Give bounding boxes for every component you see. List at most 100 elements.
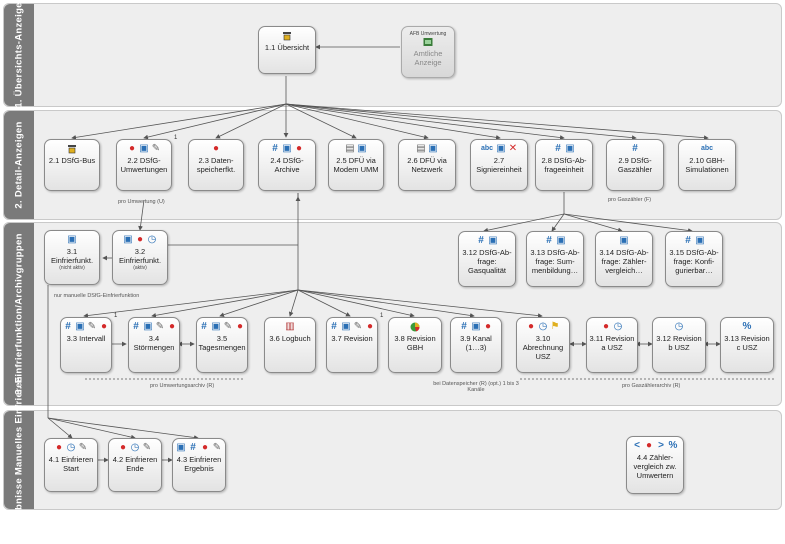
hash-icon: # bbox=[555, 143, 561, 154]
doc-icon: ▣ bbox=[211, 321, 221, 332]
tool-icon: ✎ bbox=[78, 442, 88, 453]
node-3-13-summenbildung[interactable]: #▣ 3.13 DSfG-Ab-frage: Sum-menbildung… bbox=[526, 231, 584, 287]
node-icons: ▥ bbox=[285, 322, 295, 332]
node-4-3-einfrieren-ergebnis[interactable]: ▣#●✎ 4.3 Einfrieren Ergebnis bbox=[172, 438, 226, 492]
node-2-1-dsfg-bus[interactable]: 2.1 DSfG-Bus bbox=[44, 139, 100, 191]
node-label: 4.3 Einfrieren Ergebnis bbox=[176, 455, 222, 473]
node-label: 3.5 Tagesmengen bbox=[198, 334, 246, 352]
node-icons: #▣● bbox=[459, 322, 493, 332]
node-label: 2.8 DSfG-Ab-frageeinheit bbox=[541, 156, 587, 174]
node-label: 2.7 Signiereinheit bbox=[476, 156, 522, 174]
node-1-1-overview[interactable]: 1.1 Übersicht bbox=[258, 26, 316, 74]
clock-icon: ◷ bbox=[130, 442, 140, 453]
hash-icon: # bbox=[546, 235, 552, 246]
display-icon bbox=[423, 37, 433, 47]
node-label: 3.9 Kanal (1…3) bbox=[460, 334, 492, 352]
node-3-12-gasqualitaet[interactable]: #▣ 3.12 DSfG-Ab-frage: Gasqualität bbox=[458, 231, 516, 287]
node-3-1-einfrierfunkt-inaktiv[interactable]: ▣ 3.1 Einfrierfunkt. (nicht aktiv) bbox=[44, 230, 100, 285]
node-2-8-dsfg-abfrageeinheit[interactable]: # ▣ 2.8 DSfG-Ab-frageeinheit bbox=[535, 139, 593, 191]
hash-icon: # bbox=[331, 321, 337, 332]
clock-icon: ◷ bbox=[674, 321, 684, 332]
node-label: 2.3 Daten-speicherfkt. bbox=[196, 156, 236, 174]
node-3-2-einfrierfunkt-aktiv[interactable]: ▣ ● ◷ 3.2 Einfrierfunkt. (aktiv) bbox=[112, 230, 168, 285]
hash-icon: # bbox=[133, 321, 139, 332]
band-label: 1. Übersichts-Anzeige bbox=[4, 2, 34, 108]
pin-icon: ● bbox=[236, 321, 244, 332]
clock-icon: ◷ bbox=[66, 442, 76, 453]
doc-icon: ▣ bbox=[428, 143, 438, 154]
node-icons: ●◷ bbox=[601, 322, 623, 332]
percent-icon: % bbox=[742, 321, 752, 332]
node-3-8-revision-gbh[interactable]: 3.8 Revision GBH bbox=[388, 317, 442, 373]
note-bei-datenspeicher: bei Datenspeicher (R) (opt.) 1 bis 3 Kan… bbox=[433, 381, 519, 393]
node-2-7-signiereinheit[interactable]: abc ▣ ✕ 2.7 Signiereinheit bbox=[470, 139, 528, 191]
node-3-5-tagesmengen[interactable]: #▣✎● 3.5 Tagesmengen bbox=[196, 317, 248, 373]
superscript-marker: 1 bbox=[174, 135, 178, 141]
node-4-1-einfrieren-start[interactable]: ●◷✎ 4.1 Einfrieren Start bbox=[44, 438, 98, 492]
pin-icon: ● bbox=[128, 143, 136, 154]
node-2-9-dsfg-gaszaehler[interactable]: # 2.9 DSfG-Gaszähler bbox=[606, 139, 664, 191]
node-2-5-dfu-modem[interactable]: ▤ ▣ 2.5 DFÜ via Modem UMM bbox=[328, 139, 384, 191]
node-3-14-zaehlervergleich[interactable]: ▣ 3.14 DSfG-Ab-frage: Zähler-vergleich… bbox=[595, 231, 653, 287]
node-label: 3.15 DSfG-Ab-frage: Konfi-gurierbar… bbox=[669, 248, 719, 275]
doc-icon: ▣ bbox=[176, 442, 186, 453]
node-3-10-abrechnung-usz[interactable]: ●◷⚑ 3.10 Abrechnung USZ bbox=[516, 317, 570, 373]
node-4-4-zaehlervergleich-umwerter[interactable]: <●>% 4.4 Zähler-vergleich zw. Umwertern bbox=[626, 436, 684, 494]
node-icons: #▣✎● bbox=[63, 322, 109, 332]
node-3-7-revision[interactable]: #▣✎● 3.7 Revision bbox=[326, 317, 378, 373]
note-nur-manuelle: nur manuelle DSfG-Einfrierfunktion bbox=[54, 293, 140, 299]
node-2-2-dsfg-umwertungen[interactable]: ● ▣ ✎ 2.2 DSfG-Umwertungen bbox=[116, 139, 172, 191]
node-icons bbox=[282, 31, 292, 41]
node-3-15-konfigurierbar[interactable]: #▣ 3.15 DSfG-Ab-frage: Konfi-gurierbar… bbox=[665, 231, 723, 287]
pin-icon: ● bbox=[100, 321, 108, 332]
node-sub: (aktiv) bbox=[133, 265, 147, 271]
band-overview: 1. Übersichts-Anzeige bbox=[3, 2, 782, 108]
node-icons: #▣✎● bbox=[329, 322, 375, 332]
node-3-3-intervall[interactable]: #▣✎● 3.3 Intervall bbox=[60, 317, 112, 373]
node-top-text: AFB Umwertung bbox=[409, 31, 447, 37]
percent-icon: % bbox=[668, 440, 678, 451]
node-label: 2.4 DSfG-Archive bbox=[270, 156, 304, 174]
node-label: 3.12 DSfG-Ab-frage: Gasqualität bbox=[462, 248, 512, 275]
doc-icon: ▣ bbox=[143, 321, 153, 332]
hash-icon: # bbox=[272, 143, 278, 154]
node-3-9-kanal[interactable]: #▣● 3.9 Kanal (1…3) bbox=[450, 317, 502, 373]
doc-icon: ▣ bbox=[695, 235, 705, 246]
node-2-10-gbh-simulationen[interactable]: abc 2.10 GBH-Simulationen bbox=[678, 139, 736, 191]
superscript-marker: 1 bbox=[114, 313, 118, 319]
bus-icon bbox=[282, 31, 292, 41]
node-3-12-revision-b-usz[interactable]: ◷ 3.12 Revision b USZ bbox=[652, 317, 706, 373]
pin-icon: ● bbox=[136, 234, 144, 245]
node-icons: #▣✎● bbox=[199, 322, 245, 332]
node-icons: #▣✎● bbox=[131, 322, 177, 332]
less-than-icon: < bbox=[634, 440, 640, 451]
node-2-6-dfu-netzwerk[interactable]: ▤ ▣ 2.6 DFÜ via Netzwerk bbox=[398, 139, 456, 191]
node-2-3-datenspeicher[interactable]: ● 2.3 Daten-speicherfkt. bbox=[188, 139, 244, 191]
node-4-2-einfrieren-ende[interactable]: ●◷✎ 4.2 Einfrieren Ende bbox=[108, 438, 162, 492]
cross-icon: ✕ bbox=[508, 143, 518, 154]
node-icons: ◷ bbox=[674, 322, 684, 332]
node-3-11-revision-a-usz[interactable]: ●◷ 3.11 Revision a USZ bbox=[586, 317, 638, 373]
node-amtliche-anzeige[interactable]: AFB Umwertung Amtliche Anzeige bbox=[401, 26, 455, 78]
tool-icon: ✎ bbox=[87, 321, 97, 332]
pin-icon: ● bbox=[366, 321, 374, 332]
node-label: 3.3 Intervall bbox=[66, 334, 106, 343]
doc-icon: ▣ bbox=[496, 143, 506, 154]
node-label: 2.10 GBH-Simulationen bbox=[685, 156, 729, 174]
node-sub: (nicht aktiv) bbox=[59, 265, 85, 271]
band-label: 3. Einfrierfunktion/Archivgruppen bbox=[4, 223, 34, 405]
node-label: 4.4 Zähler-vergleich zw. Umwertern bbox=[633, 453, 677, 480]
hash-icon: # bbox=[190, 442, 196, 453]
node-3-6-logbuch[interactable]: ▥ 3.6 Logbuch bbox=[264, 317, 316, 373]
pin-icon: ● bbox=[55, 442, 63, 453]
node-2-4-dsfg-archive[interactable]: # ▣ ● 2.4 DSfG-Archive bbox=[258, 139, 316, 191]
node-label: 2.5 DFÜ via Modem UMM bbox=[333, 156, 379, 174]
node-label: 2.1 DSfG-Bus bbox=[48, 156, 96, 165]
node-3-4-stoermengen[interactable]: #▣✎● 3.4 Störmengen bbox=[128, 317, 180, 373]
node-icons: % bbox=[742, 322, 752, 332]
node-3-13-revision-c-usz[interactable]: % 3.13 Revision c USZ bbox=[720, 317, 774, 373]
doc-icon: ▣ bbox=[75, 321, 85, 332]
node-label: 3.13 Revision c USZ bbox=[724, 334, 770, 352]
node-label: 1.1 Übersicht bbox=[264, 43, 310, 52]
node-icons: ▣ ● ◷ bbox=[123, 235, 157, 245]
